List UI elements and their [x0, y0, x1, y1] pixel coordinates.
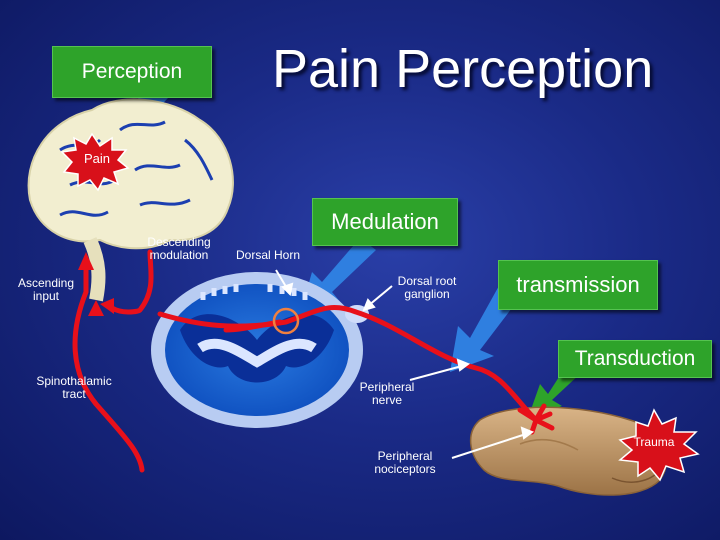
- trauma-burst: [618, 408, 700, 482]
- dorsal-horn-highlight: [272, 307, 300, 335]
- dorsal-root-ganglion-label: Dorsal root ganglion: [397, 274, 457, 301]
- descending-arrowhead: [100, 298, 114, 314]
- ascending-input-label: Ascending input: [17, 276, 75, 303]
- peripheral-nerve-label: Peripheral nerve: [359, 380, 415, 407]
- brain-illustration: [27, 98, 234, 302]
- spinal-cord-section: [151, 272, 369, 428]
- dorsal-horn-label: Dorsal Horn: [235, 248, 301, 262]
- trauma-burst-label: Trauma: [633, 435, 675, 449]
- slide-title: Pain Perception: [272, 39, 654, 99]
- transmission-box: transmission: [498, 260, 658, 310]
- transduction-box: Transduction: [558, 340, 712, 378]
- peripheral-nociceptors-label: Peripheral nociceptors: [374, 449, 436, 476]
- spinothalamic-arrowhead: [88, 300, 104, 316]
- perception-box: Perception: [52, 46, 212, 98]
- medulation-box: Medulation: [312, 198, 458, 246]
- descending-modulation-label: Descending modulation: [147, 235, 211, 262]
- spinothalamic-tract-label: Spinothalamic tract: [36, 374, 112, 401]
- ascending-arrowhead: [78, 252, 94, 270]
- pain-burst-label: Pain: [83, 151, 111, 166]
- pointer-arrows: [275, 269, 535, 459]
- foot-illustration: [470, 406, 668, 496]
- pain-burst: [60, 132, 130, 192]
